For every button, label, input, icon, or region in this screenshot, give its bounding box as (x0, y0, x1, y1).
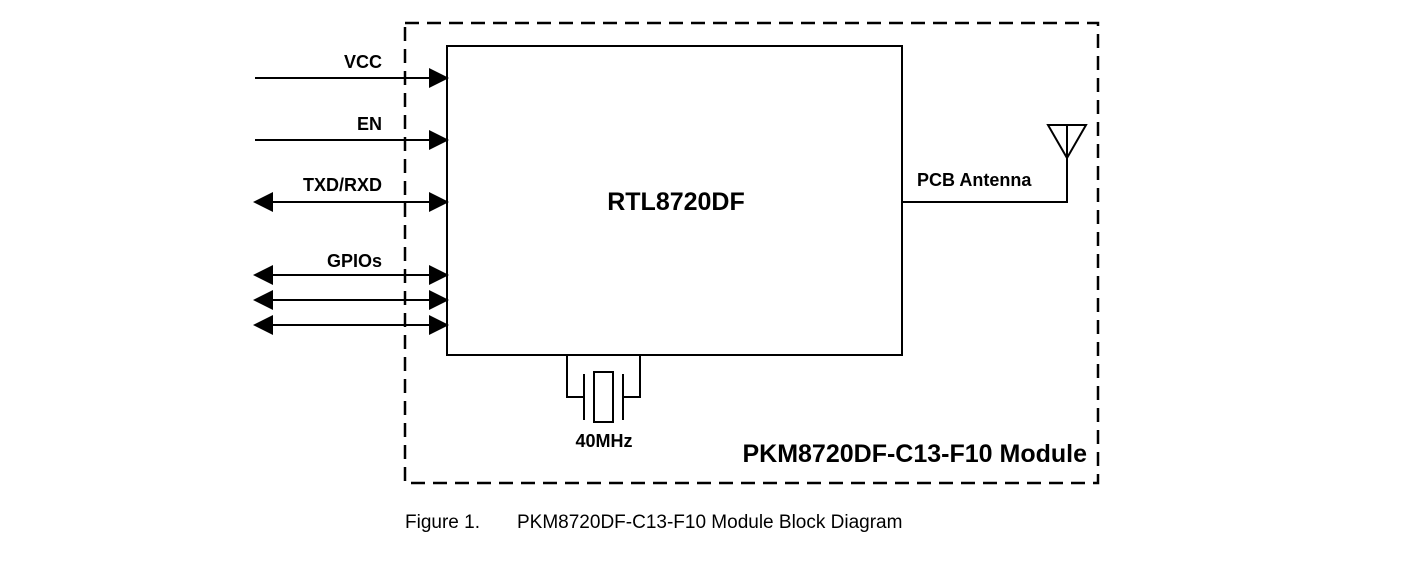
module-name-label: PKM8720DF-C13-F10 Module (742, 440, 1087, 468)
gpios-label: GPIOs (327, 251, 382, 271)
crystal-icon (566, 355, 641, 423)
antenna-icon (1046, 124, 1088, 161)
figure-number: Figure 1. (405, 512, 480, 533)
en-label: EN (357, 114, 382, 134)
figure-caption: PKM8720DF-C13-F10 Module Block Diagram (517, 512, 902, 533)
crystal-label: 40MHz (575, 431, 632, 451)
module-boundary (403, 21, 1100, 485)
antenna-label: PCB Antenna (917, 170, 1032, 190)
vcc-label: VCC (344, 52, 382, 72)
txd-rxd-label: TXD/RXD (303, 175, 382, 195)
antenna-line (902, 152, 1068, 203)
chip-name-label: RTL8720DF (607, 188, 745, 216)
chip-block (446, 45, 903, 356)
